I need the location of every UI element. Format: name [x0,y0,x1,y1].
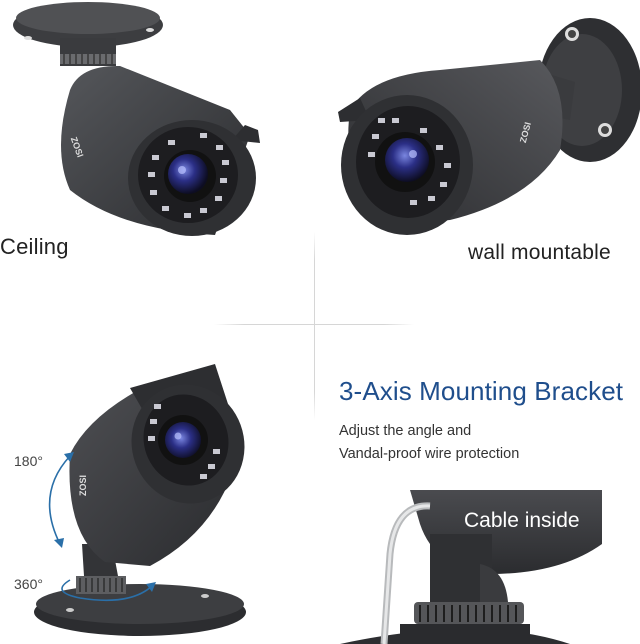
tilt-180-label: 180° [14,453,43,469]
feature-description-line: Adjust the angle and [339,423,472,439]
feature-title: 3-Axis Mounting Bracket [339,376,624,406]
rotation-camera-image: ZOSI [34,364,246,636]
cable-inside-label: Cable inside [464,509,580,532]
horizontal-divider [214,324,414,325]
cable-inside-image [340,490,602,644]
wall-mountable-label: wall mountable [468,241,611,264]
ceiling-label: Ceiling [0,234,69,259]
feature-description-line: Vandal-proof wire protection [339,446,520,462]
pan-360-label: 360° [14,576,43,592]
vertical-divider [314,232,315,420]
brand-logo: ZOSI [78,475,88,496]
wall-camera-image: ZOSI [338,18,640,235]
ceiling-camera-image: ZOSI [13,2,260,236]
